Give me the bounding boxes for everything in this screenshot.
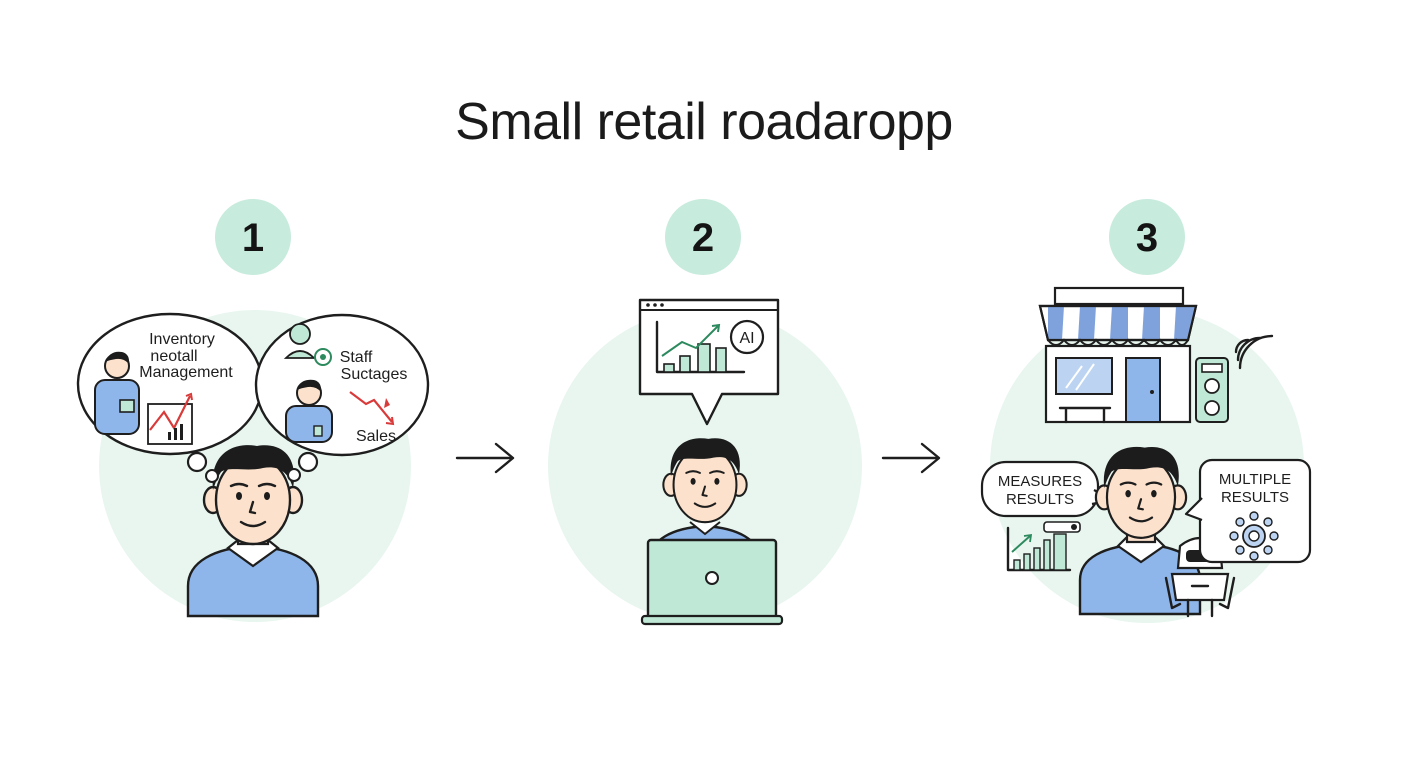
bubble-1-line-3: Management	[139, 364, 233, 381]
step-2-number-badge	[665, 199, 741, 275]
employee-icon	[285, 379, 333, 443]
step-1: 1 Inventory neotall Management	[76, 199, 430, 622]
diagram-title: Small retail roadaropp	[455, 93, 953, 151]
step-3-number-badge	[1109, 199, 1185, 275]
chart-icon	[147, 392, 193, 445]
bubble-multiple-line-2: RESULTS	[1221, 489, 1289, 506]
bubble-2-line-1: Staff	[340, 349, 373, 366]
bubble-1-line-1: Inventory	[149, 331, 215, 348]
bubble-multiple-line-1: MULTIPLE	[1219, 471, 1291, 488]
step-1-number-badge	[215, 199, 291, 275]
network-nodes-icon	[1229, 511, 1279, 561]
ai-badge-icon: AI	[729, 319, 765, 355]
storefront-icon	[1038, 286, 1198, 424]
thought-bubble-staff: Staff Suctages Sales	[254, 313, 430, 482]
speech-bubble-measures: MEASURES RESULTS	[980, 460, 1114, 518]
step-2-number: 2	[692, 216, 714, 260]
bubble-2-line-3: Sales	[356, 428, 396, 445]
step-3: 3	[980, 199, 1312, 623]
bubble-measures-line-1: MEASURES	[998, 473, 1082, 490]
speech-bubble-multiple: MULTIPLE RESULTS	[1184, 458, 1312, 564]
step-1-number: 1	[242, 216, 264, 260]
laptop-icon	[640, 538, 784, 626]
step-3-number: 3	[1136, 216, 1158, 260]
bubble-2-line-2: Suctages	[341, 366, 408, 383]
speaker-device-icon	[1195, 357, 1229, 423]
results-chart-icon	[1006, 521, 1081, 572]
arrow-right-icon	[881, 442, 941, 474]
wifi-icon	[1234, 334, 1274, 370]
ai-badge-label: AI	[739, 330, 754, 347]
arrow-right-icon	[455, 442, 515, 474]
decline-arrow-icon	[349, 391, 395, 426]
bubble-1-line-2: neotall	[150, 348, 197, 365]
thought-bubble-inventory: Inventory neotall Management	[76, 312, 264, 483]
staff-gear-icon	[283, 323, 332, 366]
growth-chart-icon	[655, 320, 746, 374]
analytics-window: AI	[638, 298, 780, 426]
clerk-icon	[94, 351, 140, 435]
bubble-measures-line-2: RESULTS	[1006, 491, 1074, 508]
step-1-person	[186, 443, 320, 618]
step-2: 2 AI	[548, 199, 862, 626]
